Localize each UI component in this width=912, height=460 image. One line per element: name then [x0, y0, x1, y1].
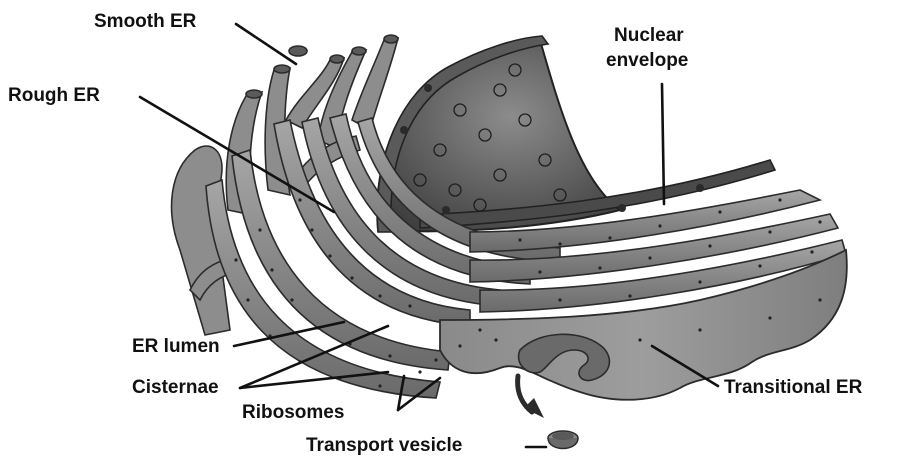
label-nuclear-envelope-line1: Nuclear	[614, 25, 684, 46]
label-rough-er: Rough ER	[8, 85, 100, 106]
nucleus	[377, 36, 775, 232]
leader-smooth-er	[236, 24, 296, 64]
label-transitional-er: Transitional ER	[724, 377, 863, 398]
label-nuclear-envelope-line2: envelope	[606, 50, 688, 71]
label-ribosomes: Ribosomes	[242, 402, 344, 423]
label-transport-vesicle: Transport vesicle	[306, 435, 462, 456]
vesicle-budding-arrow	[518, 376, 544, 418]
label-cisternae: Cisternae	[132, 377, 219, 398]
label-smooth-er: Smooth ER	[94, 11, 197, 32]
label-er-lumen: ER lumen	[132, 336, 220, 357]
transport-vesicle	[548, 431, 578, 449]
leader-nuclear-envelope	[662, 84, 664, 204]
